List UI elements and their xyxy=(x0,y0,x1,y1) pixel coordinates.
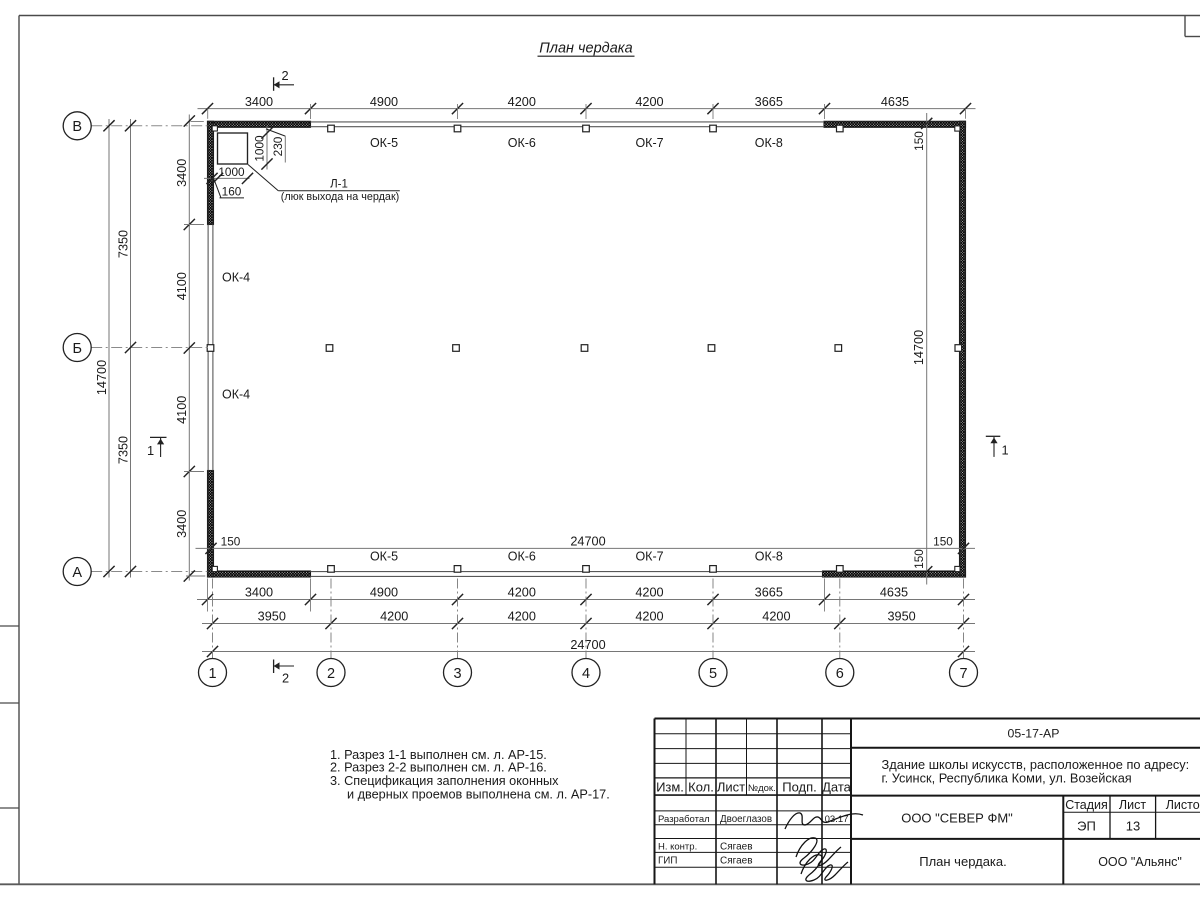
svg-text:3400: 3400 xyxy=(175,510,189,538)
svg-text:Сягаев: Сягаев xyxy=(720,842,753,853)
svg-text:ОК-7: ОК-7 xyxy=(635,136,663,150)
svg-text:24700: 24700 xyxy=(570,638,605,652)
svg-text:4: 4 xyxy=(582,666,590,682)
svg-text:ООО "СЕВЕР ФМ": ООО "СЕВЕР ФМ" xyxy=(901,810,1013,825)
svg-text:3665: 3665 xyxy=(755,585,783,599)
svg-text:Л-1: Л-1 xyxy=(330,179,348,191)
svg-text:150: 150 xyxy=(933,534,953,548)
svg-text:№док.: №док. xyxy=(748,783,776,794)
svg-text:4200: 4200 xyxy=(635,610,663,624)
svg-text:14700: 14700 xyxy=(95,360,109,395)
svg-text:Сягаев: Сягаев xyxy=(720,856,753,867)
svg-text:5: 5 xyxy=(709,666,717,682)
svg-text:24700: 24700 xyxy=(570,534,605,548)
svg-text:(люк выхода на чердак): (люк выхода на чердак) xyxy=(281,191,400,203)
svg-text:6: 6 xyxy=(836,666,844,682)
svg-text:Двоеглазов: Двоеглазов xyxy=(720,814,772,825)
svg-text:Лист: Лист xyxy=(717,780,745,795)
svg-text:Листов: Листов xyxy=(1166,798,1200,812)
svg-text:Б: Б xyxy=(72,341,82,357)
svg-text:7350: 7350 xyxy=(116,230,130,258)
svg-text:ОК-4: ОК-4 xyxy=(222,388,250,402)
svg-text:4100: 4100 xyxy=(175,272,189,300)
svg-text:3950: 3950 xyxy=(887,610,915,624)
svg-text:2: 2 xyxy=(281,68,288,83)
svg-text:ОК-5: ОК-5 xyxy=(370,549,398,563)
svg-text:2: 2 xyxy=(282,671,289,686)
svg-text:7350: 7350 xyxy=(116,436,130,464)
svg-text:ОК-5: ОК-5 xyxy=(370,136,398,150)
svg-text:2. Разрез 2-2 выполнен см. л.: 2. Разрез 2-2 выполнен см. л. АР-16. xyxy=(330,761,547,775)
svg-text:4200: 4200 xyxy=(508,585,536,599)
svg-text:4200: 4200 xyxy=(635,585,663,599)
svg-text:В: В xyxy=(72,119,82,135)
svg-text:3400: 3400 xyxy=(245,95,273,109)
svg-text:4635: 4635 xyxy=(881,95,909,109)
svg-text:4900: 4900 xyxy=(370,95,398,109)
svg-text:План чердака.: План чердака. xyxy=(919,854,1007,869)
svg-text:А: А xyxy=(72,565,82,581)
svg-text:1000: 1000 xyxy=(253,135,267,162)
svg-text:ОК-6: ОК-6 xyxy=(508,136,536,150)
svg-text:1. Разрез 1-1 выполнен см. л.: 1. Разрез 1-1 выполнен см. л. АР-15. xyxy=(330,748,547,762)
svg-text:150: 150 xyxy=(912,131,926,151)
svg-text:230: 230 xyxy=(271,136,285,156)
svg-text:г. Усинск, Республика Коми, ул: г. Усинск, Республика Коми, ул. Возейска… xyxy=(882,771,1132,786)
svg-text:Подп.: Подп. xyxy=(782,780,817,795)
svg-text:2: 2 xyxy=(327,666,335,682)
svg-text:1: 1 xyxy=(147,443,154,458)
svg-text:4200: 4200 xyxy=(508,610,536,624)
svg-text:160: 160 xyxy=(222,184,242,198)
svg-text:Дата: Дата xyxy=(822,780,852,795)
svg-text:7: 7 xyxy=(959,666,967,682)
svg-text:4100: 4100 xyxy=(175,396,189,424)
svg-text:ООО "Альянс": ООО "Альянс" xyxy=(1098,855,1182,869)
svg-text:Н. контр.: Н. контр. xyxy=(658,841,697,852)
svg-text:Здание школы искусств, располо: Здание школы искусств, расположенное по … xyxy=(882,757,1190,772)
svg-text:ОК-8: ОК-8 xyxy=(755,549,783,563)
svg-text:ГИП: ГИП xyxy=(658,855,677,866)
svg-text:1: 1 xyxy=(208,666,216,682)
svg-text:Стадия: Стадия xyxy=(1065,798,1108,812)
svg-text:ОК-4: ОК-4 xyxy=(222,271,250,285)
svg-text:3950: 3950 xyxy=(258,610,286,624)
svg-text:План чердака: План чердака xyxy=(539,40,632,56)
svg-text:ЭП: ЭП xyxy=(1077,819,1096,834)
svg-text:ОК-8: ОК-8 xyxy=(755,136,783,150)
svg-text:150: 150 xyxy=(221,534,241,548)
svg-text:4200: 4200 xyxy=(508,95,536,109)
svg-text:3400: 3400 xyxy=(245,585,273,599)
svg-text:05-17-АР: 05-17-АР xyxy=(1008,726,1060,740)
svg-text:1000: 1000 xyxy=(218,165,245,179)
svg-text:3665: 3665 xyxy=(755,95,783,109)
svg-text:1: 1 xyxy=(1001,442,1008,457)
svg-text:ОК-7: ОК-7 xyxy=(635,549,663,563)
svg-text:Разработал: Разработал xyxy=(658,814,710,825)
svg-text:13: 13 xyxy=(1126,819,1140,834)
svg-text:4200: 4200 xyxy=(635,95,663,109)
svg-text:4200: 4200 xyxy=(762,610,790,624)
svg-text:Лист: Лист xyxy=(1119,798,1146,812)
svg-text:ОК-6: ОК-6 xyxy=(508,549,536,563)
svg-text:3400: 3400 xyxy=(175,159,189,187)
svg-text:14700: 14700 xyxy=(912,330,926,365)
svg-text:4200: 4200 xyxy=(380,610,408,624)
svg-text:Изм.: Изм. xyxy=(656,780,684,795)
svg-text:4635: 4635 xyxy=(880,585,908,599)
svg-text:3: 3 xyxy=(453,666,461,682)
svg-text:Кол.: Кол. xyxy=(688,780,714,795)
svg-text:и дверных проемов выполнена см: и дверных проемов выполнена см. л. АР-17… xyxy=(347,788,610,802)
svg-text:3. Спецификация заполнения око: 3. Спецификация заполнения оконных xyxy=(330,774,559,788)
svg-text:150: 150 xyxy=(912,549,926,569)
svg-text:4900: 4900 xyxy=(370,585,398,599)
